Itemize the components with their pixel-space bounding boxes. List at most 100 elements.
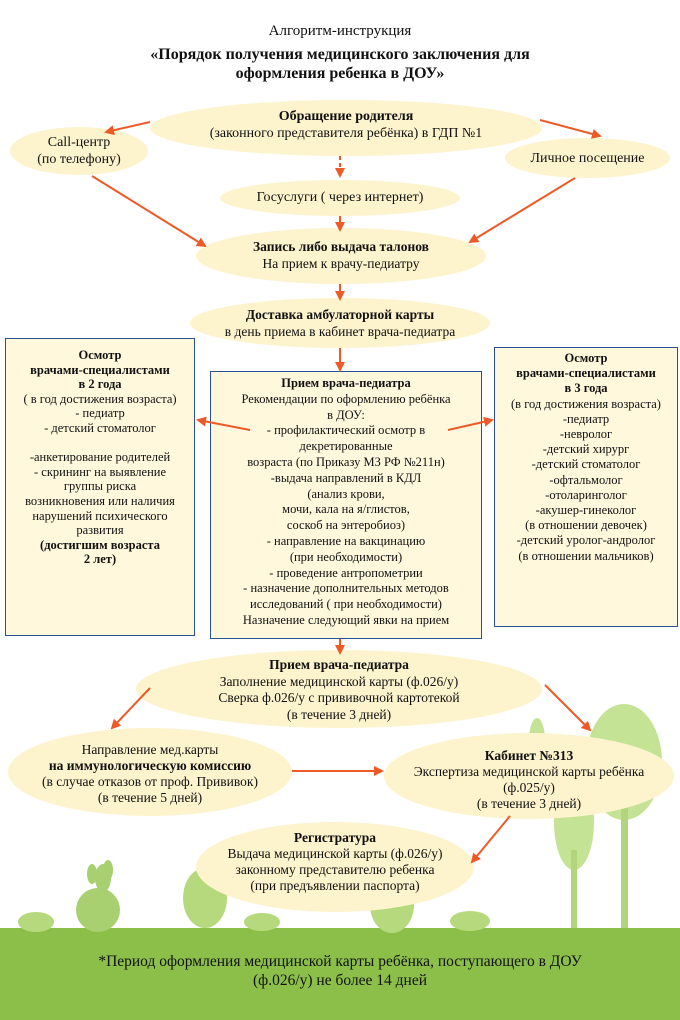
card-delivery-node: Доставка амбулаторной карты в день прием… — [190, 306, 490, 340]
exam-2y-line: -анкетирование родителей — [29, 450, 171, 465]
pediatrician-visit-line: декретированные — [299, 439, 393, 454]
pediatrician-visit2-line2: Сверка ф.026/у с прививочной картотекой — [218, 690, 460, 705]
pediatrician-visit2-title: Прием врача-педиатра — [269, 657, 409, 672]
exam-2y-line: развития — [76, 523, 124, 538]
immuno-commission-oval — [8, 728, 292, 816]
exam-3y-line: -детский уролог-андролог — [516, 533, 656, 548]
exam-3y-line: -невролог — [559, 427, 613, 442]
card-delivery-text: в день приема в кабинет врача-педиатра — [224, 324, 456, 339]
call-center-line1: Call-центр — [47, 135, 111, 150]
exam-2y-line: 2 лет) — [83, 552, 117, 567]
rabbit-icon — [76, 860, 120, 932]
parent-appeal-title: Обращение родителя — [278, 109, 414, 124]
pediatrician-visit-line: - профилактический осмотр в — [266, 423, 426, 438]
arrow-to-immuno — [110, 687, 151, 730]
pediatrician-visit-line: возраста (по Приказу МЗ РФ №211н) — [247, 454, 445, 469]
call-center-oval — [10, 127, 148, 175]
pediatrician-visit-line: исследований ( при необходимости) — [250, 597, 442, 612]
call-center-node: Call-центр (по телефону) — [10, 134, 148, 168]
card-delivery-title: Доставка амбулаторной карты — [245, 307, 435, 322]
pediatrician-visit2-line3: (в течение 3 дней) — [286, 706, 392, 722]
pediatrician-visit-line: (при необходимости) — [289, 549, 403, 564]
pediatrician-visit-line: мочи, кала на я/глистов, — [282, 502, 410, 517]
arrow-call-to-appointment — [91, 175, 207, 248]
exam-3y-line: -акушер-гинеколог — [535, 503, 637, 518]
arrow-to-cabinet-313 — [544, 684, 592, 732]
pediatrician-visit-line: Прием врача-педиатра — [281, 376, 411, 390]
arrow-visit-to-appointment — [468, 177, 576, 244]
parent-appeal-oval — [150, 100, 542, 156]
exam-3y-line: -педиатр — [562, 411, 610, 426]
pediatrician-visit-line: - проведение антропометрии — [269, 565, 423, 580]
gosuslugi-text: Госуслуги ( через интернет) — [256, 190, 424, 205]
footer-line1: *Период оформления медицинской карты реб… — [98, 953, 582, 970]
appointment-text: На прием к врачу-педиатру — [262, 256, 420, 271]
pediatrician-visit-line: соскоб на энтеробиоз) — [286, 518, 406, 533]
immuno-commission-node: Направление мед.карты на иммунологическу… — [8, 742, 292, 806]
exam-2y-line: врачами-специалистами — [30, 362, 170, 377]
exam-2y-line: (достигшим возраста — [40, 537, 160, 552]
exam-3y-line: (в отношении мальчиков) — [518, 548, 654, 563]
pediatrician-visit-line: - направление на вакцинацию — [266, 533, 426, 548]
appointment-node: Запись либо выдача талонов На прием к вр… — [196, 238, 486, 272]
exam-2y-line: - скрининг на выявление — [33, 464, 167, 479]
exam-3y-line: (в отношении девочек) — [525, 518, 647, 533]
immuno-line3: (в случае отказов от проф. Прививок) — [42, 774, 258, 789]
footer-note: *Период оформления медицинской карты реб… — [0, 952, 680, 990]
pediatrician-visit2-oval — [136, 650, 542, 728]
immuno-line2: на иммунологическую комиссию — [48, 758, 252, 773]
exam-2y-line: возникновения или наличия — [25, 493, 175, 508]
footer-line2: (ф.026/у) не более 14 дней — [252, 972, 427, 989]
exam-3y-line: в 3 года — [564, 381, 608, 396]
exam-3y-line: -детский хирург — [542, 442, 630, 457]
header-title-line1: «Порядок получения медицинского заключен… — [150, 46, 530, 63]
exam-2y-line: Осмотр — [78, 348, 122, 362]
pediatrician-visit-line: Назначение следующий явки на прием — [242, 612, 450, 627]
arrow-to-exam-2y — [196, 416, 251, 431]
cabinet-313-title: Кабинет №313 — [484, 748, 574, 763]
registry-node: Регистратура Выдача медицинской карты (ф… — [196, 830, 474, 894]
immuno-line1: Направление мед.карты — [81, 742, 219, 757]
exam-2y-line: нарушений психического — [32, 508, 168, 523]
exam-2y-line: группы риска — [63, 479, 137, 494]
cabinet-313-line2: (ф.025/у) — [503, 780, 555, 795]
appointment-oval — [196, 228, 486, 284]
pediatrician-visit-line: -выдача направлений в КДЛ — [270, 470, 422, 485]
arrow-to-personal-visit — [539, 119, 602, 139]
appointment-title: Запись либо выдача талонов — [253, 239, 429, 254]
exam-3y-line: врачами-специалистами — [516, 366, 656, 381]
registry-oval — [196, 822, 474, 912]
registry-title: Регистратура — [293, 830, 377, 845]
personal-visit-oval — [505, 138, 670, 178]
parent-appeal-text: (законного представителя ребёнка) в ГДП … — [209, 126, 483, 141]
pediatrician-visit-line: Рекомендации по оформлению ребёнка — [241, 391, 451, 406]
exam-2y-line: ( в год достижения возраста) — [23, 391, 177, 406]
pediatrician-visit2-line1: Заполнение медицинской карты (ф.026/у) — [219, 673, 459, 689]
exam-3y-line: Осмотр — [564, 351, 608, 365]
arrow-to-exam-3y — [447, 416, 494, 431]
pediatrician-visit-line: - назначение дополнительных методов — [243, 581, 449, 596]
exam-3y-line: (в год достижения возраста) — [511, 396, 661, 411]
exam-3y-line: -детский стоматолог — [531, 457, 641, 472]
exam-3y-line: -отоларинголог — [545, 487, 627, 502]
arrow-to-call-center — [104, 121, 151, 136]
cabinet-313-line1: Экспертиза медицинской карты ребёнка — [413, 764, 645, 779]
exam-3y-line: -офтальмолог — [549, 472, 623, 487]
pediatrician-visit-line: в ДОУ: — [327, 407, 365, 422]
arrow-cabinet-to-registry — [470, 815, 511, 864]
registry-line3: (при предъявлении паспорта) — [250, 878, 420, 893]
card-delivery-oval — [190, 298, 490, 348]
cabinet-313-node: Кабинет №313 Экспертиза медицинской карт… — [384, 748, 674, 812]
exam-2y-line: в 2 года — [78, 377, 122, 392]
gosuslugi-oval — [220, 180, 460, 216]
exam-2y-line: - детский стоматолог — [44, 420, 156, 435]
cabinet-313-line3: (в течение 3 дней) — [476, 796, 582, 811]
pediatrician-visit-line: (анализ крови, — [307, 486, 385, 501]
registry-line1: Выдача медицинской карты (ф.026/у) — [227, 846, 443, 861]
call-center-line2: (по телефону) — [37, 152, 121, 167]
exam-2y-line: - педиатр — [75, 406, 125, 421]
